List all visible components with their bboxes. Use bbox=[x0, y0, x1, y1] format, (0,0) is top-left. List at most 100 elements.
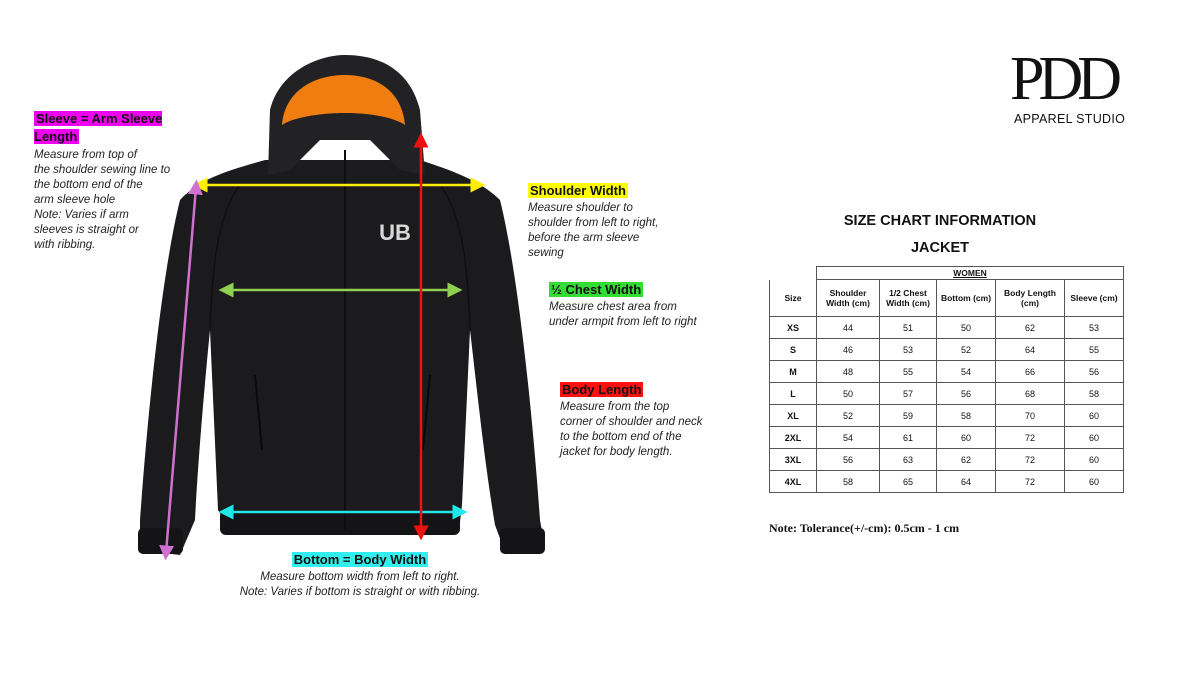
cell-body-length: 66 bbox=[995, 360, 1065, 383]
cell-sleeve: 56 bbox=[1064, 360, 1124, 383]
chart-subtitle: JACKET bbox=[910, 240, 969, 256]
shoulder-title: Shoulder Width bbox=[528, 183, 628, 198]
cell-chest: 53 bbox=[879, 338, 937, 361]
cell-shoulder: 44 bbox=[816, 316, 880, 339]
cell-body-length: 68 bbox=[995, 382, 1065, 405]
cell-bottom: 52 bbox=[936, 338, 996, 361]
shoulder-desc-line: Measure shoulder to bbox=[528, 202, 633, 214]
cell-chest: 55 bbox=[879, 360, 937, 383]
jacket-logo: UB bbox=[379, 220, 411, 245]
cell-body-length: 72 bbox=[995, 426, 1065, 449]
cell-shoulder: 54 bbox=[816, 426, 880, 449]
cell-chest: 59 bbox=[879, 404, 937, 427]
cell-shoulder: 46 bbox=[816, 338, 880, 361]
bottom-title: Bottom = Body Width bbox=[291, 552, 429, 567]
cell-shoulder: 52 bbox=[816, 404, 880, 427]
cell-bottom: 64 bbox=[936, 470, 996, 493]
sleeve-desc-line: the bottom end of the bbox=[34, 179, 143, 191]
cell-shoulder: 50 bbox=[816, 382, 880, 405]
cell-sleeve: 55 bbox=[1064, 338, 1124, 361]
cell-body-length: 72 bbox=[995, 448, 1065, 471]
col-header-size: Size bbox=[769, 279, 817, 317]
shoulder-callout: Shoulder Width Measure shoulder to shoul… bbox=[528, 182, 708, 261]
cell-size: M bbox=[769, 360, 817, 383]
cell-bottom: 54 bbox=[936, 360, 996, 383]
shoulder-desc-line: sewing bbox=[528, 247, 564, 259]
cell-chest: 61 bbox=[879, 426, 937, 449]
brand-subtitle: APPAREL STUDIO bbox=[1014, 112, 1126, 126]
bottom-desc-line: Measure bottom width from left to right. bbox=[260, 571, 460, 583]
cell-size: 4XL bbox=[769, 470, 817, 493]
col-header-body-length: Body Length (cm) bbox=[995, 279, 1065, 317]
cell-shoulder: 58 bbox=[816, 470, 880, 493]
shoulder-desc-line: before the arm sleeve bbox=[528, 232, 640, 244]
cell-size: XL bbox=[769, 404, 817, 427]
sleeve-desc-line: Note: Varies if arm bbox=[34, 209, 129, 221]
sleeve-desc-line: arm sleeve hole bbox=[34, 194, 116, 206]
cell-chest: 63 bbox=[879, 448, 937, 471]
cell-sleeve: 60 bbox=[1064, 426, 1124, 449]
cell-bottom: 60 bbox=[936, 426, 996, 449]
sleeve-desc-line: Measure from top of bbox=[34, 149, 137, 161]
cell-chest: 57 bbox=[879, 382, 937, 405]
tolerance-note: Note: Tolerance(+/-cm): 0.5cm - 1 cm bbox=[769, 521, 960, 535]
group-header-row: WOMEN bbox=[769, 266, 1124, 280]
cell-sleeve: 53 bbox=[1064, 316, 1124, 339]
cell-size: 2XL bbox=[769, 426, 817, 449]
col-header-shoulder: Shoulder Width (cm) bbox=[816, 279, 880, 317]
jacket-body bbox=[138, 55, 545, 555]
cell-bottom: 56 bbox=[936, 382, 996, 405]
shoulder-desc-line: shoulder from left to right, bbox=[528, 217, 659, 229]
group-header: WOMEN bbox=[816, 266, 1124, 280]
cell-size: XS bbox=[769, 316, 817, 339]
cell-size: L bbox=[769, 382, 817, 405]
header-spacer bbox=[769, 266, 817, 280]
cell-sleeve: 60 bbox=[1064, 404, 1124, 427]
sleeve-title: Sleeve = Arm Sleeve Length bbox=[34, 111, 163, 144]
cell-size: S bbox=[769, 338, 817, 361]
sleeve-callout: Sleeve = Arm Sleeve Length Measure from … bbox=[34, 110, 184, 253]
cell-bottom: 50 bbox=[936, 316, 996, 339]
chest-desc-line: under armpit from left to right bbox=[549, 316, 697, 328]
cell-body-length: 72 bbox=[995, 470, 1065, 493]
cell-size: 3XL bbox=[769, 448, 817, 471]
body-length-desc-line: jacket for body length. bbox=[560, 446, 673, 458]
chest-callout: ½ Chest Width Measure chest area from un… bbox=[549, 281, 749, 330]
col-header-chest: 1/2 Chest Width (cm) bbox=[879, 279, 937, 317]
chest-title: ½ Chest Width bbox=[549, 282, 644, 297]
cell-body-length: 62 bbox=[995, 316, 1065, 339]
cell-sleeve: 60 bbox=[1064, 448, 1124, 471]
sleeve-desc-line: the shoulder sewing line to bbox=[34, 164, 171, 176]
body-length-title: Body Length bbox=[560, 382, 644, 397]
cell-bottom: 62 bbox=[936, 448, 996, 471]
brand-logo: PDD bbox=[1010, 45, 1122, 113]
column-header-row: Size Shoulder Width (cm) 1/2 Chest Width… bbox=[769, 279, 1124, 317]
body-length-desc-line: to the bottom end of the bbox=[560, 431, 682, 443]
chest-desc-line: Measure chest area from bbox=[549, 301, 677, 313]
cell-sleeve: 58 bbox=[1064, 382, 1124, 405]
cell-bottom: 58 bbox=[936, 404, 996, 427]
size-chart-table: WOMEN Size Shoulder Width (cm) 1/2 Chest… bbox=[769, 266, 1124, 493]
body-length-callout: Body Length Measure from the top corner … bbox=[560, 381, 750, 460]
cell-chest: 65 bbox=[879, 470, 937, 493]
col-header-bottom: Bottom (cm) bbox=[936, 279, 996, 317]
sleeve-desc-line: sleeves is straight or bbox=[34, 224, 139, 236]
cell-shoulder: 56 bbox=[816, 448, 880, 471]
bottom-desc-line: Note: Varies if bottom is straight or wi… bbox=[239, 586, 481, 598]
group-label: WOMEN bbox=[953, 268, 987, 278]
bottom-callout: Bottom = Body Width Measure bottom width… bbox=[200, 551, 520, 600]
body-length-desc-line: Measure from the top bbox=[560, 401, 670, 413]
col-header-sleeve: Sleeve (cm) bbox=[1064, 279, 1124, 317]
cell-chest: 51 bbox=[879, 316, 937, 339]
sleeve-arrow bbox=[159, 179, 203, 561]
chart-title: SIZE CHART INFORMATION bbox=[843, 213, 1037, 229]
cell-shoulder: 48 bbox=[816, 360, 880, 383]
cell-body-length: 70 bbox=[995, 404, 1065, 427]
